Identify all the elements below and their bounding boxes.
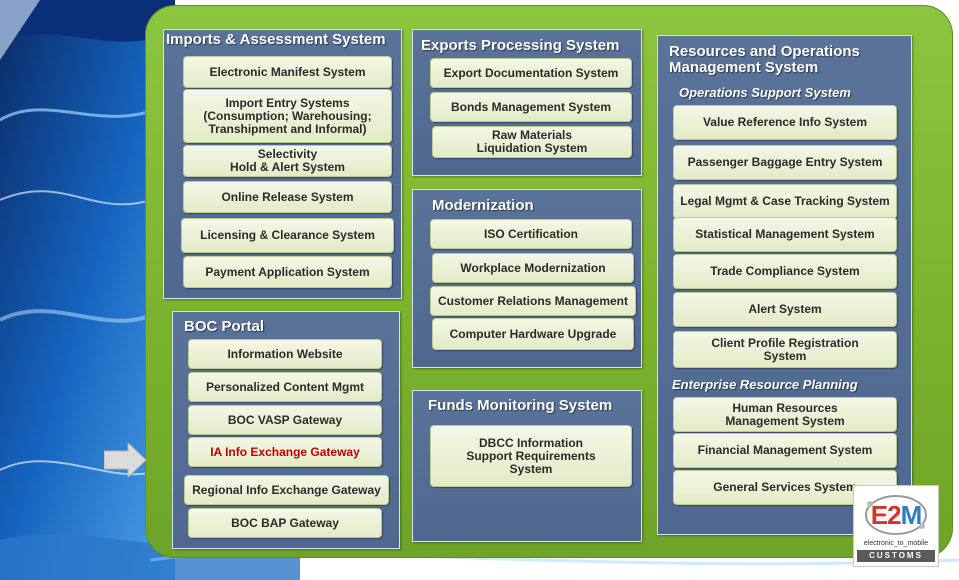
personalized-content-box[interactable]: Personalized Content Mgmt (188, 372, 382, 402)
hardware-upgrade-box[interactable]: Computer Hardware Upgrade (432, 318, 634, 350)
licensing-clearance-box[interactable]: Licensing & Clearance System (181, 218, 394, 253)
information-website-box[interactable]: Information Website (188, 339, 382, 369)
value-reference-box[interactable]: Value Reference Info System (673, 105, 897, 140)
statistical-management-box[interactable]: Statistical Management System (673, 217, 897, 252)
boc-portal-title: BOC Portal (184, 318, 265, 335)
online-release-box[interactable]: Online Release System (183, 181, 392, 213)
workplace-modernization-box[interactable]: Workplace Modernization (432, 253, 634, 283)
legal-mgmt-box[interactable]: Legal Mgmt & Case Tracking System (673, 184, 897, 219)
bonds-management-box[interactable]: Bonds Management System (430, 92, 632, 122)
iso-certification-box[interactable]: ISO Certification (430, 219, 632, 249)
trade-compliance-box[interactable]: Trade Compliance System (673, 254, 897, 289)
boc-bap-gateway-box[interactable]: BOC BAP Gateway (188, 508, 382, 538)
financial-management-box[interactable]: Financial Management System (673, 433, 897, 468)
imports-title: Imports & Assessment System (166, 31, 386, 48)
electronic-manifest-box[interactable]: Electronic Manifest System (183, 56, 392, 88)
erp-title: Enterprise Resource Planning (672, 377, 858, 392)
export-documentation-box[interactable]: Export Documentation System (430, 58, 632, 88)
ia-info-exchange-box[interactable]: IA Info Exchange Gateway (188, 437, 382, 467)
logo-brand: E2M (854, 500, 938, 531)
raw-materials-box[interactable]: Raw Materials Liquidation System (432, 126, 632, 158)
dbcc-information-box[interactable]: DBCC Information Support Requirements Sy… (430, 425, 632, 487)
e2m-customs-logo: E2M electronic_to_mobile CUSTOMS (853, 485, 939, 567)
logo-band: CUSTOMS (857, 550, 935, 562)
exports-title: Exports Processing System (421, 37, 620, 54)
regional-info-exchange-box[interactable]: Regional Info Exchange Gateway (184, 475, 389, 505)
logo-brand-e2: E2 (870, 500, 902, 530)
modernization-title: Modernization (432, 197, 534, 214)
operations-support-title: Operations Support System (679, 85, 851, 100)
alert-system-box[interactable]: Alert System (673, 292, 897, 327)
selectivity-box[interactable]: Selectivity Hold & Alert System (183, 145, 392, 177)
passenger-baggage-box[interactable]: Passenger Baggage Entry System (673, 145, 897, 180)
logo-ring-icon (865, 495, 927, 535)
customer-relations-box[interactable]: Customer Relations Management (430, 286, 636, 316)
funds-title: Funds Monitoring System (428, 397, 613, 414)
human-resources-box[interactable]: Human Resources Management System (673, 397, 897, 432)
logo-brand-m: M (900, 500, 923, 530)
logo-tagline: electronic_to_mobile (863, 540, 929, 547)
right-arrow-icon (104, 443, 146, 477)
boc-vasp-gateway-box[interactable]: BOC VASP Gateway (188, 405, 382, 435)
import-entry-box[interactable]: Import Entry Systems (Consumption; Wareh… (183, 89, 392, 143)
resources-title: Resources and Operations Management Syst… (669, 43, 860, 76)
payment-application-box[interactable]: Payment Application System (183, 256, 392, 288)
client-profile-box[interactable]: Client Profile Registration System (673, 331, 897, 368)
